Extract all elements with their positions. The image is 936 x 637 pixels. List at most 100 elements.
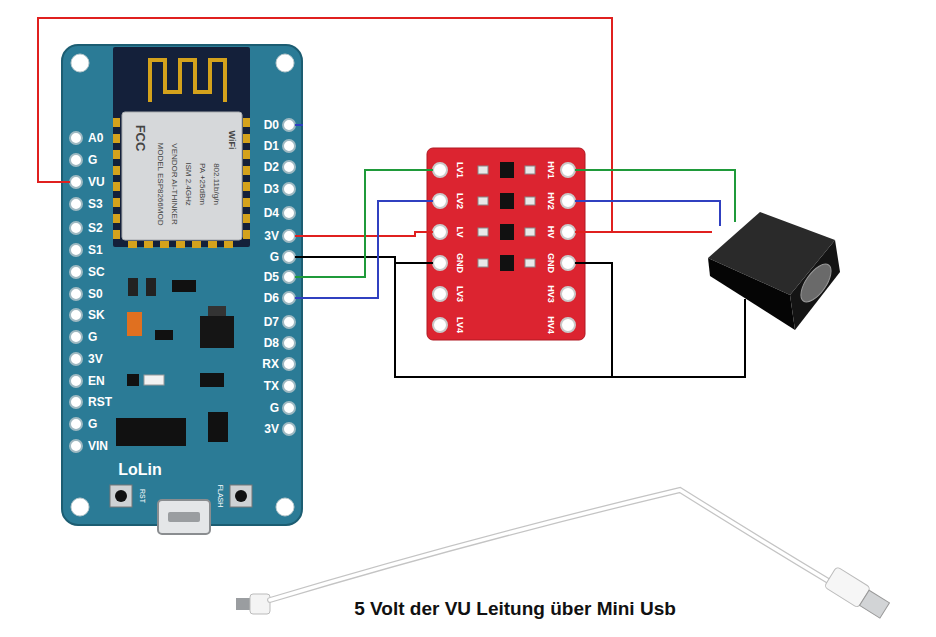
module-pad	[160, 241, 169, 248]
wire-hv	[575, 231, 712, 233]
pin-label: D4	[264, 207, 279, 219]
resistor	[525, 197, 535, 205]
mosfet	[500, 224, 514, 240]
chip-marking: ISM 2.4GHz	[184, 162, 192, 206]
shifter-pin-label: HV	[546, 226, 555, 239]
level-shifter-parts	[478, 162, 535, 271]
button-cap	[115, 490, 127, 502]
pin-hole	[70, 222, 82, 234]
pin-hole	[283, 271, 295, 283]
mounting-hole	[276, 54, 294, 72]
pin-label: D7	[264, 316, 279, 328]
wire-gnd	[395, 263, 745, 377]
shifter-pin-label: LV1	[455, 162, 464, 178]
pin-label: G	[88, 154, 97, 166]
pin-hole	[561, 256, 575, 270]
pin-hole	[561, 194, 575, 208]
pin-label: S2	[88, 222, 103, 234]
shifter-pin-label: GND	[455, 253, 464, 273]
pin-hole	[70, 353, 82, 365]
wire-5v	[38, 18, 612, 232]
module-pad	[192, 241, 201, 248]
module-pad	[243, 182, 250, 191]
regulator-tab	[208, 306, 226, 316]
resistor	[525, 228, 535, 236]
pin-hole	[433, 318, 447, 332]
pin-hole	[283, 402, 295, 414]
module-pad	[243, 230, 250, 239]
pin-hole	[70, 154, 82, 166]
voltage-regulator	[200, 316, 234, 348]
pin-label: G	[270, 251, 279, 263]
shifter-pin-label: HV4	[546, 316, 555, 334]
chip-marking: 802.11b/g/n	[212, 163, 220, 205]
pin-label: RX	[262, 358, 279, 370]
pin-hole	[283, 183, 295, 195]
pin-label: G	[88, 331, 97, 343]
module-pad	[113, 118, 120, 127]
sensor-front	[708, 258, 795, 330]
chip-marking: VENDOR AI-THINKER	[170, 143, 178, 224]
usb-a-plug	[824, 566, 891, 620]
resistor	[155, 330, 173, 340]
shifter-pin-label: LV2	[455, 193, 464, 209]
module-pad	[144, 241, 153, 248]
sensor-window	[795, 259, 837, 307]
pin-label: G	[270, 402, 279, 414]
usb-serial-chip	[116, 418, 186, 446]
level-shifter-board	[427, 148, 585, 340]
pin-label: D8	[264, 337, 279, 349]
nodemcu-board	[62, 45, 302, 525]
wire-d6	[295, 201, 433, 298]
pin-hole	[70, 266, 82, 278]
pin-hole	[70, 375, 82, 387]
module-pad	[208, 241, 217, 248]
pin-label: 3V	[88, 353, 103, 365]
mosfet	[500, 162, 514, 178]
pin-hole	[561, 287, 575, 301]
resistor	[525, 166, 535, 174]
micro-usb-plug	[250, 594, 270, 614]
module-pad	[113, 214, 120, 223]
module-pad	[128, 241, 137, 248]
pin-label: D0	[264, 119, 279, 131]
pin-hole	[283, 423, 295, 435]
shifter-pin-label: LV	[455, 227, 464, 238]
pin-label: D1	[264, 140, 279, 152]
pin-hole	[283, 251, 295, 263]
metal-shield	[122, 112, 242, 240]
pin-hole	[283, 358, 295, 370]
pin-label: D2	[264, 161, 279, 173]
reset-button	[110, 485, 132, 507]
wire-tx	[575, 170, 735, 222]
pin-hole	[433, 194, 447, 208]
pin-holes	[70, 119, 575, 452]
capacitor	[146, 278, 156, 296]
crystal	[208, 412, 228, 442]
pin-hole	[561, 163, 575, 177]
usb-a-metal	[860, 590, 890, 618]
module-pad	[243, 118, 250, 127]
pin-hole	[283, 337, 295, 349]
pin-hole	[70, 244, 82, 256]
shifter-pin-label: LV3	[455, 286, 464, 302]
pin-hole	[70, 176, 82, 188]
button-label: RST	[139, 489, 146, 503]
module-pad	[113, 182, 120, 191]
pin-label: 3V	[264, 423, 279, 435]
pin-hole	[433, 256, 447, 270]
chip	[200, 373, 224, 387]
pin-hole	[283, 119, 295, 131]
wire-d5	[295, 170, 433, 277]
pin-hole	[70, 132, 82, 144]
pin-hole	[433, 287, 447, 301]
resistor	[525, 259, 535, 267]
pin-hole	[283, 316, 295, 328]
resistor	[478, 228, 488, 236]
diode	[127, 374, 139, 386]
wire-gnd	[575, 263, 612, 377]
module-pads	[113, 118, 250, 248]
pin-hole	[283, 140, 295, 152]
pin-label: D5	[264, 271, 279, 283]
